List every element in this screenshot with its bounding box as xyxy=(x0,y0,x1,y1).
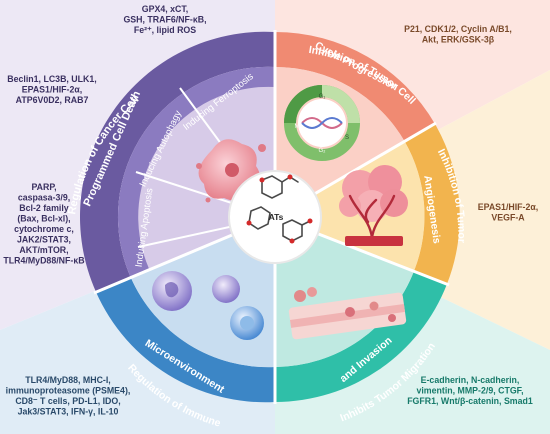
gene-list-line: AKT/mTOR, xyxy=(19,245,68,255)
gene-list-line: PARP, xyxy=(31,182,56,192)
gene-list-line: TLR4/MyD88/NF-κB xyxy=(3,256,84,266)
tumor-angiogenesis-illustration xyxy=(339,165,408,246)
gene-list-line: JAK2/STAT3, xyxy=(17,235,71,245)
gene-list-line: CD8⁻ T cells, PD-L1, IDO, xyxy=(15,396,120,406)
atom xyxy=(287,174,293,180)
ferroptosis-gene-list: GPX4, xCT,GSH, TRAF6/NF-κB,Fe²⁺, lipid R… xyxy=(123,4,206,35)
ring-red xyxy=(275,31,435,142)
gene-list-line: Akt, ERK/GSK-3β xyxy=(422,35,495,45)
gene-list-line: vimentin, MMP-2/9, CTGF, xyxy=(416,386,523,396)
gene-list-line: Bcl-2 family xyxy=(19,203,68,213)
sector-purple-subring xyxy=(117,66,275,277)
phase-m: M xyxy=(295,124,300,130)
gene-list-line: P21, CDK1/2, Cyclin A/B1, xyxy=(404,24,512,34)
ring-blue xyxy=(96,276,275,403)
gene-list-line: VEGF-A xyxy=(491,213,525,223)
atom xyxy=(246,220,252,226)
autophagy-gene-list: Beclin1, LC3B, ULK1,EPAS1/HIF-2α,ATP6V0D… xyxy=(7,74,96,105)
atom xyxy=(289,238,295,244)
immune-gene-list: TLR4/MyD88, MHC-I,immunoproteasome (PSME… xyxy=(6,375,131,417)
gene-list-line: (Bax, Bcl-xl), xyxy=(17,214,70,224)
gene-list-line: Fe²⁺, lipid ROS xyxy=(134,25,196,35)
gene-list-line: TLR4/MyD88, MHC-I, xyxy=(25,375,111,385)
apoptosis-gene-list: PARP,caspasa-3/9,Bcl-2 family(Bax, Bcl-x… xyxy=(3,182,84,266)
center-label: ATs xyxy=(269,212,284,222)
gene-list-line: ATP6V0D2, RAB7 xyxy=(16,95,89,105)
gene-list-line: EPAS1/HIF-2α, xyxy=(478,202,538,212)
gene-list-line: EPAS1/HIF-2α, xyxy=(22,85,82,95)
ring-yellow xyxy=(404,124,460,284)
gene-list-line: FGFR1, Wnt/β-catenin, Smad1 xyxy=(407,396,533,406)
gene-list-line: GPX4, xCT, xyxy=(142,4,188,14)
gene-list-line: Beclin1, LC3B, ULK1, xyxy=(7,74,96,84)
gene-list-line: Jak3/STAT3, IFN-γ, IL-10 xyxy=(18,407,119,417)
ring-purple xyxy=(79,31,275,293)
gene-list-line: GSH, TRAF6/NF-κB, xyxy=(123,15,206,25)
immune-cells-illustration xyxy=(152,271,264,340)
cell-cycle-gene-list: P21, CDK1/2, Cyclin A/B1,Akt, ERK/GSK-3β xyxy=(404,24,512,45)
gene-list-line: immunoproteasome (PSME4), xyxy=(6,386,131,396)
gene-list-line: caspasa-3/9, xyxy=(18,193,70,203)
migration-vessel-illustration xyxy=(288,287,407,340)
migration-gene-list: E-cadherin, N-cadherin,vimentin, MMP-2/9… xyxy=(407,375,533,406)
gene-list-line: E-cadherin, N-cadherin, xyxy=(421,375,520,385)
center-circle xyxy=(228,170,322,264)
atom xyxy=(307,218,313,224)
ring-teal xyxy=(275,270,447,402)
cell-cycle-illustration: G₁ S G₂ M xyxy=(284,85,360,161)
angiogenesis-gene-list: EPAS1/HIF-2α,VEGF-A xyxy=(478,202,538,223)
phase-s: S xyxy=(345,135,349,141)
phase-g1: G₁ xyxy=(319,94,326,100)
phase-g2: G₂ xyxy=(319,148,327,154)
gene-list-line: cytochrome c, xyxy=(14,224,74,234)
atom xyxy=(259,177,265,183)
